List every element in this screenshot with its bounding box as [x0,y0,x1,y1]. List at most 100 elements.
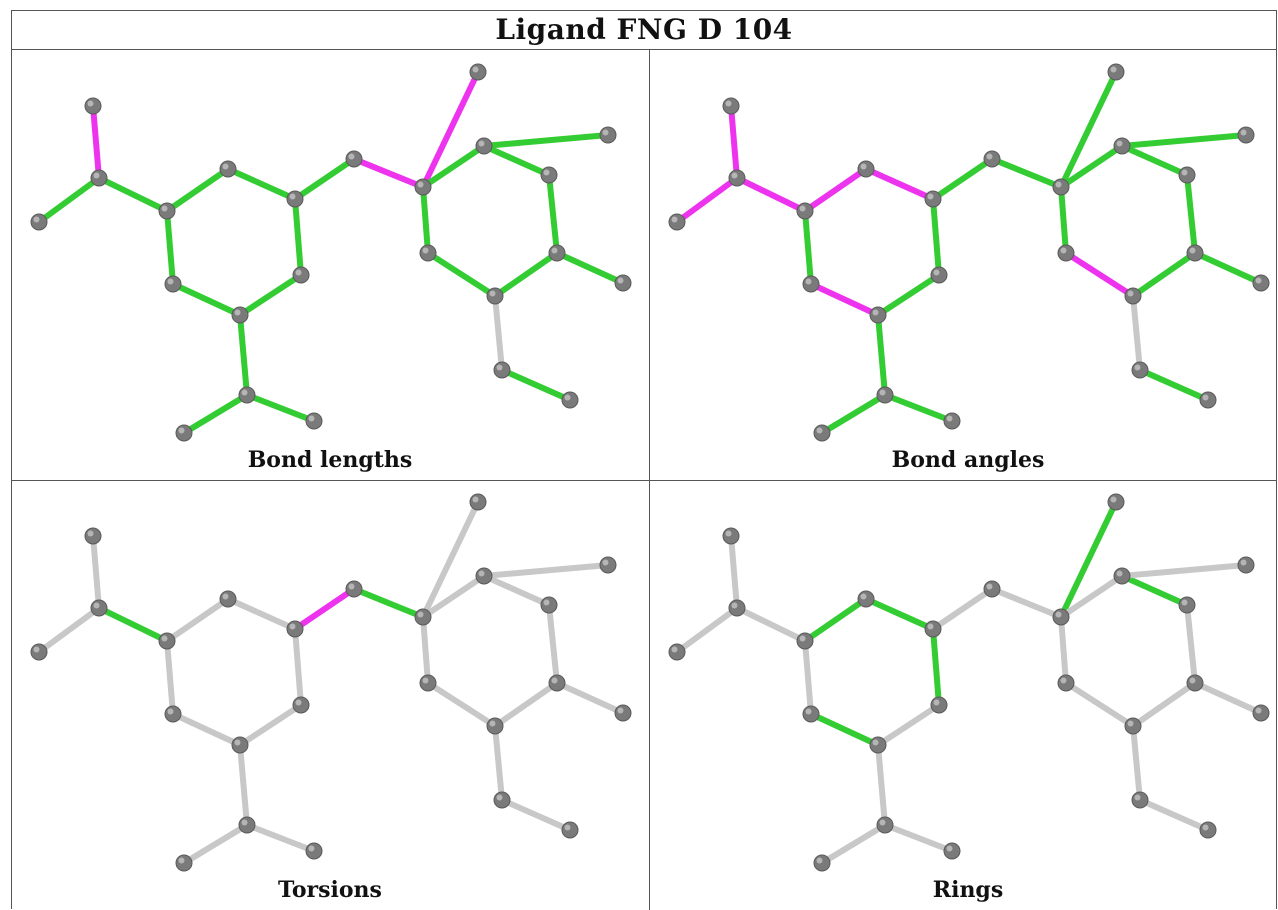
bond-2 [96,605,170,644]
atom-highlight-10 [1055,611,1062,618]
atom-13 [1178,596,1196,614]
bond-24 [882,822,955,854]
atom-highlight-17 [489,290,496,297]
atom-highlight-2 [671,216,678,223]
atom-21 [876,386,894,404]
atom-highlight-5 [289,193,296,200]
caption-torsions: Torsions [278,877,382,903]
atom-highlight-23 [946,845,953,852]
atom-6 [292,696,310,714]
atom-6 [292,266,310,284]
atom-highlight-11 [1110,66,1117,73]
panel-rings: Rings [655,480,1278,910]
atom-highlight-12 [1116,140,1123,147]
bond-13 [1119,143,1190,178]
atom-highlight-7 [167,278,174,285]
atom-highlight-19 [1134,364,1141,371]
atom-5 [924,620,942,638]
bond-19 [1058,184,1069,256]
atom-highlight-10 [417,181,424,188]
atom-highlight-0 [725,100,732,107]
panel-bond-lengths: Bond lengths [17,50,643,480]
atom-highlight-18 [422,677,429,684]
atom-highlight-16 [1255,277,1262,284]
bond-21 [1137,797,1211,833]
atom-0 [84,527,102,545]
atom-highlight-17 [1127,290,1134,297]
atom-20 [561,391,579,409]
bond-6 [170,711,243,748]
bond-7 [875,272,942,318]
bond-12 [420,143,487,190]
bond-13 [1119,573,1190,608]
atom-9 [345,150,363,168]
bond-22 [875,742,888,828]
atom-5 [924,190,942,208]
bond-12 [1058,143,1125,190]
bond-15 [1184,172,1198,256]
bond-14 [1119,562,1249,579]
bond-16 [554,680,626,716]
bond-12 [1058,573,1125,620]
atom-highlight-4 [860,163,867,170]
atom-highlight-1 [731,172,738,179]
atom-18 [1057,674,1075,692]
bond-9 [292,586,357,632]
bond-11 [1058,69,1119,190]
bond-1 [36,175,102,225]
atom-highlight-20 [564,824,571,831]
atom-highlight-12 [1116,570,1123,577]
atom-highlight-2 [671,646,678,653]
atom-21 [238,386,256,404]
atom-highlight-13 [1181,599,1188,606]
bond-5 [802,638,814,717]
atom-highlight-22 [816,427,823,434]
atom-11 [1107,493,1125,511]
bond-15 [546,172,560,256]
atom-1 [728,599,746,617]
atom-14 [599,556,617,574]
bond-5 [164,208,176,287]
atom-22 [175,854,193,872]
atom-highlight-20 [1202,394,1209,401]
atom-1 [90,599,108,617]
bond-7 [875,702,942,748]
atom-17 [1124,717,1142,735]
atom-10 [414,608,432,626]
atom-1 [728,169,746,187]
atom-highlight-13 [1181,169,1188,176]
bond-9 [930,156,995,202]
atom-highlight-0 [725,530,732,537]
bond-4 [863,596,936,632]
atom-highlight-13 [543,599,550,606]
atom-2 [30,213,48,231]
page-title: Ligand FNG D 104 [12,11,1276,50]
bond-11 [420,499,481,620]
atom-14 [1237,556,1255,574]
atom-20 [561,821,579,839]
atom-12 [475,137,493,155]
bond-10 [989,156,1064,190]
atom-8 [869,306,887,324]
atom-7 [164,705,182,723]
atom-highlight-20 [564,394,571,401]
bond-5 [164,638,176,717]
atom-highlight-19 [496,794,503,801]
atom-15 [548,674,566,692]
atom-7 [802,705,820,723]
bond-21 [1137,367,1211,403]
atom-highlight-8 [234,309,241,316]
atom-highlight-8 [872,739,879,746]
atom-10 [1052,178,1070,196]
molecule-rings [668,493,1270,872]
atom-19 [493,361,511,379]
atom-highlight-9 [348,153,355,160]
atom-16 [614,704,632,722]
bond-3 [164,596,231,644]
atom-highlight-11 [472,66,479,73]
atom-3 [796,202,814,220]
atom-19 [1131,791,1149,809]
atom-2 [668,643,686,661]
bond-21 [499,367,573,403]
bond-23 [181,822,250,866]
